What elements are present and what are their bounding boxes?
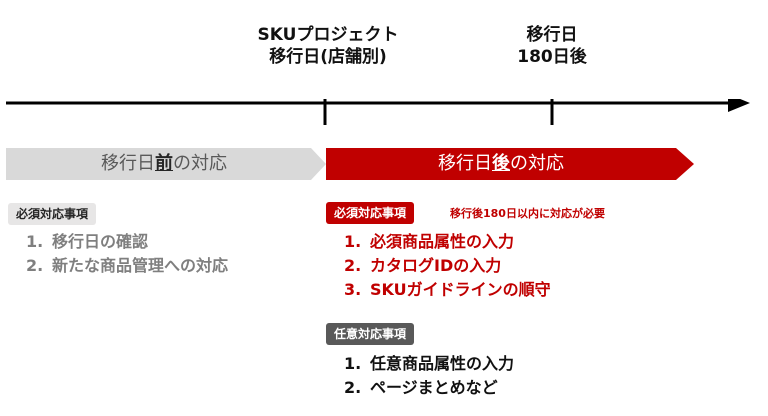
list-item: 2. カタログIDの入力 xyxy=(344,254,551,278)
milestone-label-line: 180日後 xyxy=(517,47,587,67)
milestone-label-line: 移行日 xyxy=(526,25,578,45)
milestone-label-line: SKUプロジェクト xyxy=(257,25,399,45)
list-item: 1. 移行日の確認 xyxy=(26,230,228,254)
list-item-text: 任意商品属性の入力 xyxy=(370,354,515,373)
list-item: 3. SKUガイドラインの順守 xyxy=(344,278,551,302)
before-phase-prefix: 移行日 xyxy=(101,153,155,174)
list-item-number: 1. xyxy=(26,232,44,251)
list-item-text: SKUガイドラインの順守 xyxy=(370,280,551,299)
timeline-arrowhead xyxy=(728,99,750,112)
before-required-list: 1. 移行日の確認 2. 新たな商品管理への対応 xyxy=(26,230,228,278)
list-item-number: 2. xyxy=(344,378,362,397)
list-item-text: 必須商品属性の入力 xyxy=(370,232,515,251)
after-required-note: 移行後180日以内に対応が必要 xyxy=(450,207,605,220)
after-optional-list: 1. 任意商品属性の入力 2. ページまとめなど xyxy=(344,352,514,400)
milestone-label-sku-launch: SKUプロジェクト 移行日(店舗別) xyxy=(243,24,413,68)
phase-banners xyxy=(6,148,694,180)
list-item-number: 3. xyxy=(344,280,362,299)
before-phase-emphasis: 前 xyxy=(155,153,173,174)
list-item-number: 2. xyxy=(26,256,44,275)
list-item: 1. 任意商品属性の入力 xyxy=(344,352,514,376)
list-item-text: カタログIDの入力 xyxy=(370,256,502,275)
before-phase-suffix: の対応 xyxy=(173,153,227,174)
after-optional-tag: 任意対応事項 xyxy=(326,323,415,345)
after-phase-title: 移行日後の対応 xyxy=(326,148,676,180)
list-item: 2. 新たな商品管理への対応 xyxy=(26,254,228,278)
after-phase-emphasis: 後 xyxy=(492,153,510,174)
list-item: 2. ページまとめなど xyxy=(344,376,514,400)
list-item-number: 1. xyxy=(344,232,362,251)
after-phase-prefix: 移行日 xyxy=(438,153,492,174)
list-item-text: 移行日の確認 xyxy=(52,232,149,251)
list-item-number: 1. xyxy=(344,354,362,373)
after-phase-banner-shape xyxy=(326,148,694,180)
milestone-label-180-days: 移行日 180日後 xyxy=(502,24,602,68)
list-item-number: 2. xyxy=(344,256,362,275)
before-phase-title: 移行日前の対応 xyxy=(6,148,322,180)
list-item: 1. 必須商品属性の入力 xyxy=(344,230,551,254)
milestone-label-line: 移行日(店舗別) xyxy=(269,47,387,67)
after-required-list: 1. 必須商品属性の入力 2. カタログIDの入力 3. SKUガイドラインの順守 xyxy=(344,230,551,302)
list-item-text: 新たな商品管理への対応 xyxy=(52,256,229,275)
before-phase-banner-shape xyxy=(6,148,326,180)
after-required-tag: 必須対応事項 xyxy=(326,202,415,224)
timeline-axis xyxy=(6,99,750,125)
list-item-text: ページまとめなど xyxy=(370,378,498,397)
before-required-tag: 必須対応事項 xyxy=(8,203,97,225)
after-phase-suffix: の対応 xyxy=(510,153,564,174)
